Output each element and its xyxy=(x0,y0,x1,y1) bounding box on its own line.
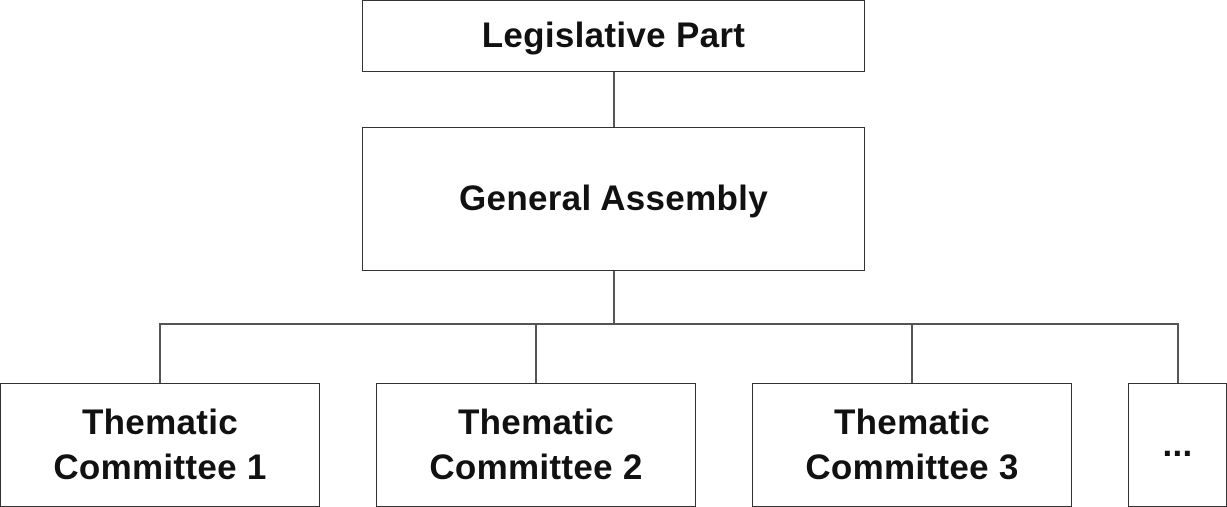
committee-3-label-line1: Thematic xyxy=(833,402,991,442)
general-assembly-box: General Assembly xyxy=(362,127,865,271)
committee-1-label-line2: Committee 1 xyxy=(53,448,267,487)
thematic-committee-1-box: Thematic Committee 1 xyxy=(0,383,320,507)
connector-root-to-assembly xyxy=(613,72,615,127)
connector-to-more xyxy=(1177,323,1179,383)
more-committees-box: ... xyxy=(1128,383,1227,507)
committee-1-label-line1: Thematic xyxy=(81,402,239,442)
connector-to-committee-3 xyxy=(911,323,913,383)
legislative-part-label: Legislative Part xyxy=(481,16,746,56)
legislative-part-box: Legislative Part xyxy=(362,0,865,72)
thematic-committee-2-box: Thematic Committee 2 xyxy=(376,383,696,507)
committee-2-label-line2: Committee 2 xyxy=(429,448,643,487)
general-assembly-label: General Assembly xyxy=(459,179,768,219)
connector-to-committee-2 xyxy=(535,323,537,383)
connector-branch-horizontal xyxy=(159,323,1178,325)
connector-to-committee-1 xyxy=(159,323,161,383)
committee-2-label-line1: Thematic xyxy=(457,402,615,442)
committee-3-label-line2: Committee 3 xyxy=(805,448,1019,487)
more-committees-label: ... xyxy=(1162,425,1193,465)
connector-assembly-to-branch xyxy=(613,271,615,324)
thematic-committee-3-box: Thematic Committee 3 xyxy=(752,383,1072,507)
